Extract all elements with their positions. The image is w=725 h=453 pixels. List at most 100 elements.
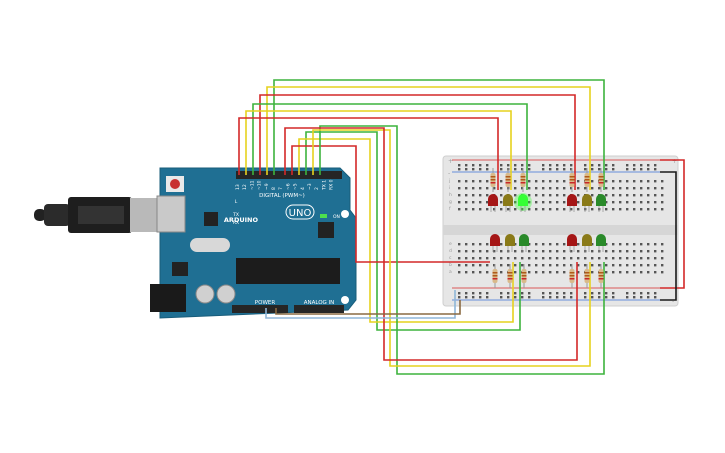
resistor (569, 168, 575, 192)
rail-plus-label: + (448, 158, 453, 165)
hole (563, 194, 566, 197)
hole (605, 250, 608, 253)
rail-hole (626, 168, 629, 171)
hole (647, 264, 650, 267)
hole (612, 250, 615, 253)
hole (535, 257, 538, 260)
rail-hole (465, 292, 468, 295)
hole (598, 187, 601, 190)
resistor (569, 264, 575, 288)
hole (612, 243, 615, 246)
hole (605, 264, 608, 267)
hole (556, 271, 559, 274)
hole (633, 194, 636, 197)
led (514, 193, 532, 212)
hole (640, 201, 643, 204)
hole (486, 208, 489, 211)
hole (472, 201, 475, 204)
hole (486, 264, 489, 267)
hole (612, 208, 615, 211)
rail-hole (570, 164, 573, 167)
rail-hole (563, 292, 566, 295)
rail-hole (570, 292, 573, 295)
hole (626, 250, 629, 253)
hole (535, 194, 538, 197)
hole (619, 257, 622, 260)
hole (640, 250, 643, 253)
rx-label: RX (233, 220, 239, 226)
hole (577, 271, 580, 274)
hole (619, 208, 622, 211)
hole (654, 271, 657, 274)
hole (577, 187, 580, 190)
hole (479, 194, 482, 197)
hole (584, 187, 587, 190)
rail-hole (626, 164, 629, 167)
hole (542, 264, 545, 267)
hole (458, 201, 461, 204)
hole (591, 180, 594, 183)
hole (591, 271, 594, 274)
hole (521, 208, 524, 211)
rail-hole (542, 168, 545, 171)
led (490, 234, 500, 252)
rail-hole (542, 292, 545, 295)
hole (528, 243, 531, 246)
usb-port (156, 195, 186, 233)
rail-hole (654, 292, 657, 295)
rail-hole (591, 292, 594, 295)
hole (605, 271, 608, 274)
rail-hole (584, 164, 587, 167)
hole (458, 180, 461, 183)
hole (647, 201, 650, 204)
hole (479, 208, 482, 211)
rail-hole (486, 296, 489, 299)
rail-hole (514, 168, 517, 171)
regulator (172, 262, 188, 276)
digital-pin-label: 8 (271, 187, 277, 190)
hole (549, 201, 552, 204)
hole (465, 194, 468, 197)
hole (570, 250, 573, 253)
hole (563, 271, 566, 274)
crystal-oscillator (190, 238, 230, 252)
hole (591, 187, 594, 190)
hole (591, 243, 594, 246)
hole (493, 208, 496, 211)
hole (591, 201, 594, 204)
rail-hole (500, 164, 503, 167)
hole (514, 271, 517, 274)
digital-pin-label: ~9 (264, 183, 270, 190)
hole (605, 208, 608, 211)
rail-hole (598, 168, 601, 171)
hole (661, 201, 664, 204)
rail-hole (500, 168, 503, 171)
wire-green (273, 79, 605, 190)
hole (458, 250, 461, 253)
hole (577, 250, 580, 253)
row-letter: e (449, 242, 452, 247)
hole (465, 250, 468, 253)
hole (549, 194, 552, 197)
hole (472, 271, 475, 274)
row-letter: h (449, 192, 452, 198)
digital-pin-label: 2 (314, 187, 320, 190)
power-jack (150, 284, 186, 312)
hole (465, 208, 468, 211)
hole (640, 180, 643, 183)
rail-hole (584, 168, 587, 171)
reset-button[interactable] (170, 179, 180, 189)
rail-hole (528, 164, 531, 167)
rail-hole (563, 164, 566, 167)
led (567, 234, 577, 252)
wire-red (238, 117, 499, 190)
hole (542, 194, 545, 197)
rail-hole (521, 292, 524, 295)
rail-hole (570, 296, 573, 299)
rail-hole (479, 296, 482, 299)
hole (633, 257, 636, 260)
rail-hole (591, 164, 594, 167)
rail-hole (633, 292, 636, 295)
hole (640, 208, 643, 211)
rail-hole (472, 168, 475, 171)
